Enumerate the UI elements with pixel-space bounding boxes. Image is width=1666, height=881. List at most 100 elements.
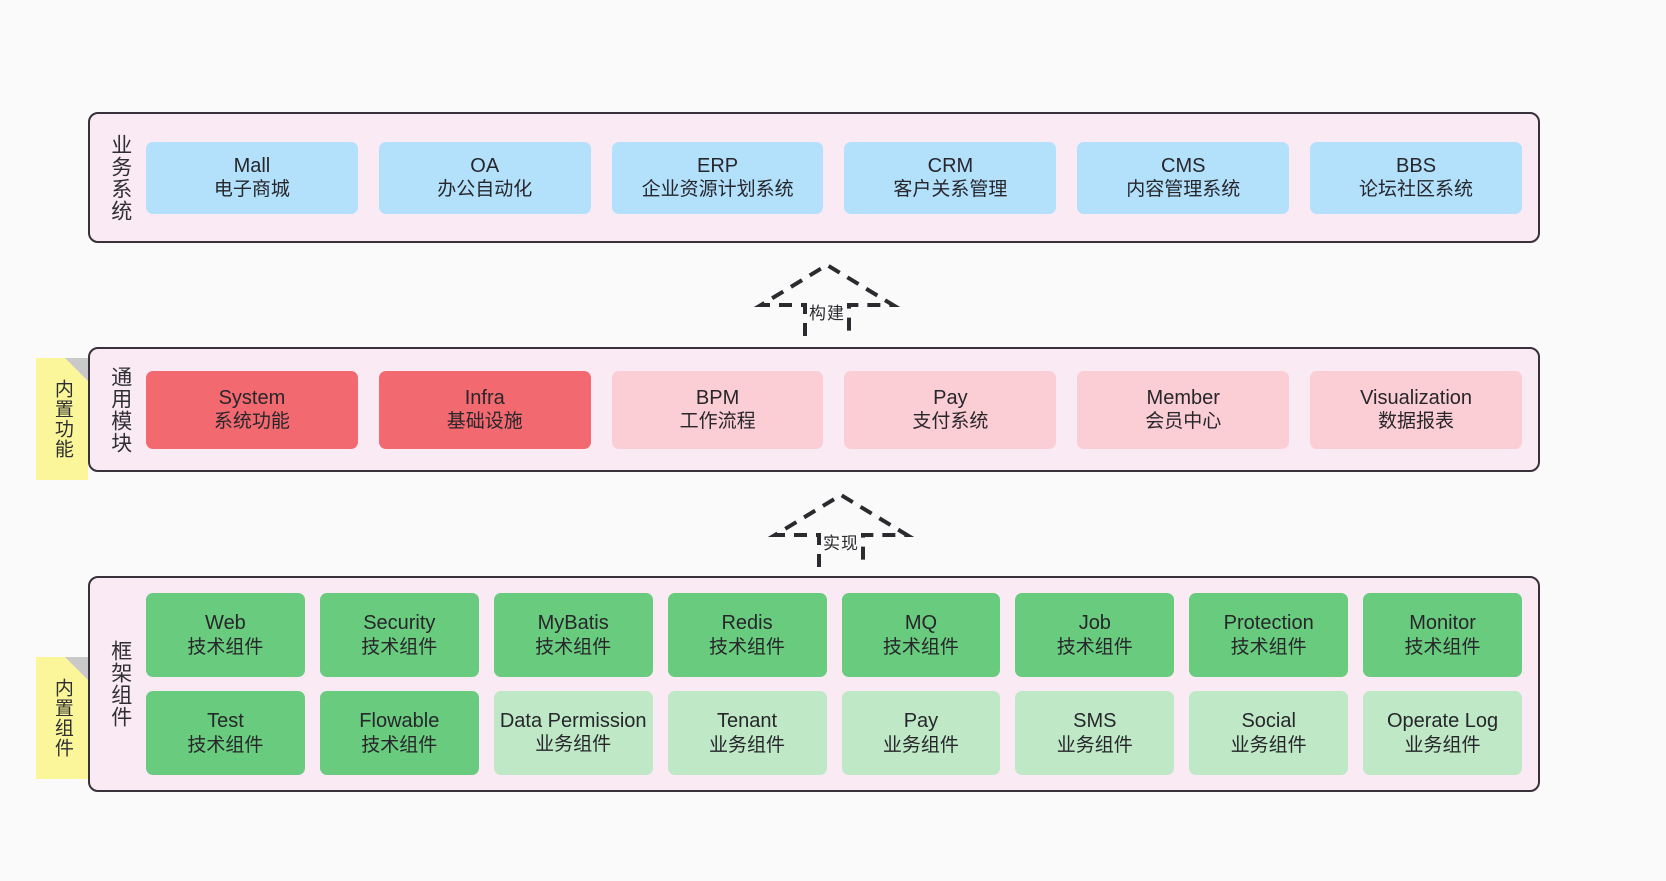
- node-title: Data Permission: [499, 709, 647, 732]
- sticky-note-label: 内置组件: [51, 678, 73, 758]
- node-subtitle: 会员中心: [1145, 411, 1222, 433]
- layer-body-business-system: Mall 电子商城 OA 办公自动化 ERP 企业资源计划系统 CRM 客户关系…: [140, 122, 1528, 233]
- node-title: Security: [363, 612, 436, 635]
- node-title: Test: [207, 710, 244, 733]
- node-title: CMS: [1161, 154, 1206, 177]
- node-web[interactable]: Web 技术组件: [146, 593, 305, 677]
- node-cms[interactable]: CMS 内容管理系统: [1077, 141, 1290, 214]
- node-title: Pay: [933, 386, 968, 409]
- sticky-fold-icon: [65, 358, 88, 381]
- node-title: Visualization: [1360, 386, 1473, 409]
- node-title: Member: [1146, 386, 1220, 409]
- node-title: Mall: [233, 154, 271, 177]
- node-subtitle: 工作流程: [679, 411, 756, 433]
- node-subtitle: 支付系统: [912, 411, 989, 433]
- layer-title-framework-component: 框架组件: [108, 640, 132, 728]
- node-title: Social: [1241, 710, 1296, 733]
- layer-body-common-module: System 系统功能 Infra 基础设施 BPM 工作流程 Pay 支付系统…: [140, 357, 1528, 462]
- layer-common-module: 通用模块 System 系统功能 Infra 基础设施 BPM 工作流程 Pay…: [88, 347, 1540, 472]
- node-subtitle: 技术组件: [882, 636, 959, 658]
- sticky-note-builtin-function: 内置功能: [36, 358, 88, 480]
- node-subtitle: 技术组件: [187, 636, 264, 658]
- sticky-note-label: 内置功能: [51, 379, 73, 459]
- node-subtitle: 业务组件: [1230, 734, 1307, 756]
- node-pay-component[interactable]: Pay 业务组件: [841, 691, 1001, 775]
- node-bpm[interactable]: BPM 工作流程: [611, 370, 824, 449]
- node-title: MyBatis: [537, 612, 609, 635]
- layer-title-common-module: 通用模块: [108, 365, 132, 454]
- sticky-note-builtin-component: 内置组件: [36, 657, 88, 779]
- node-subtitle: 业务组件: [535, 733, 612, 755]
- node-title: Redis: [721, 612, 773, 635]
- node-job[interactable]: Job 技术组件: [1015, 593, 1175, 677]
- node-tenant[interactable]: Tenant 业务组件: [667, 691, 827, 775]
- node-subtitle: 办公自动化: [437, 179, 533, 201]
- node-erp[interactable]: ERP 企业资源计划系统: [611, 141, 824, 214]
- node-subtitle: 技术组件: [187, 734, 264, 756]
- node-mq[interactable]: MQ 技术组件: [841, 593, 1001, 677]
- layer-framework-component: 框架组件 Web 技术组件 Security 技术组件 MyBatis 技术组件…: [88, 576, 1540, 792]
- arrow-build-label: 构建: [809, 304, 845, 323]
- node-test[interactable]: Test 技术组件: [146, 691, 305, 775]
- node-subtitle: 企业资源计划系统: [641, 179, 794, 201]
- node-title: Job: [1078, 612, 1111, 635]
- node-mall[interactable]: Mall 电子商城: [146, 141, 358, 214]
- node-social[interactable]: Social 业务组件: [1189, 691, 1349, 775]
- node-subtitle: 基础设施: [446, 411, 523, 433]
- node-subtitle: 技术组件: [1230, 636, 1307, 658]
- node-subtitle: 业务组件: [709, 734, 786, 756]
- node-bbs[interactable]: BBS 论坛社区系统: [1310, 141, 1522, 214]
- node-title: System: [218, 386, 286, 409]
- node-subtitle: 技术组件: [361, 636, 438, 658]
- node-subtitle: 技术组件: [535, 636, 612, 658]
- node-protection[interactable]: Protection 技术组件: [1189, 593, 1349, 677]
- node-subtitle: 内容管理系统: [1126, 179, 1241, 201]
- node-title: Web: [205, 612, 246, 635]
- node-subtitle: 电子商城: [213, 179, 290, 201]
- node-title: Protection: [1223, 612, 1314, 635]
- node-title: Pay: [903, 710, 939, 733]
- node-subtitle: 技术组件: [1056, 636, 1133, 658]
- arrow-implement: 实现: [767, 491, 915, 571]
- node-title: OA: [470, 154, 500, 177]
- node-visualization[interactable]: Visualization 数据报表: [1310, 370, 1522, 449]
- node-redis[interactable]: Redis 技术组件: [667, 593, 827, 677]
- node-title: BPM: [695, 386, 740, 409]
- node-title: SMS: [1073, 710, 1117, 733]
- sticky-fold-icon: [65, 657, 88, 680]
- node-subtitle: 客户关系管理: [893, 179, 1008, 201]
- layer-row: Mall 电子商城 OA 办公自动化 ERP 企业资源计划系统 CRM 客户关系…: [146, 141, 1522, 214]
- node-subtitle: 技术组件: [709, 636, 786, 658]
- node-operate-log[interactable]: Operate Log 业务组件: [1363, 691, 1522, 775]
- node-title: Flowable: [359, 710, 440, 733]
- node-subtitle: 技术组件: [361, 734, 438, 756]
- node-pay[interactable]: Pay 支付系统: [844, 370, 1057, 449]
- node-title: CRM: [927, 154, 974, 177]
- node-title: Monitor: [1409, 612, 1476, 635]
- layer-row: System 系统功能 Infra 基础设施 BPM 工作流程 Pay 支付系统…: [146, 370, 1522, 449]
- node-subtitle: 论坛社区系统: [1359, 179, 1474, 201]
- node-monitor[interactable]: Monitor 技术组件: [1363, 593, 1522, 677]
- layer-business-system: 业务系统 Mall 电子商城 OA 办公自动化 ERP 企业资源计划系统 CRM…: [88, 112, 1540, 243]
- node-title: Operate Log: [1386, 710, 1499, 733]
- node-member[interactable]: Member 会员中心: [1077, 370, 1290, 449]
- layer-body-framework-component: Web 技术组件 Security 技术组件 MyBatis 技术组件 Redi…: [140, 586, 1528, 782]
- node-subtitle: 业务组件: [1404, 734, 1481, 756]
- node-flowable[interactable]: Flowable 技术组件: [319, 691, 479, 775]
- node-crm[interactable]: CRM 客户关系管理: [844, 141, 1057, 214]
- arrow-build: 构建: [753, 261, 901, 341]
- node-title: MQ: [904, 612, 938, 635]
- node-oa[interactable]: OA 办公自动化: [378, 141, 591, 214]
- node-subtitle: 系统功能: [213, 411, 290, 433]
- node-mybatis[interactable]: MyBatis 技术组件: [493, 593, 653, 677]
- node-sms[interactable]: SMS 业务组件: [1015, 691, 1175, 775]
- node-title: Infra: [464, 386, 505, 409]
- node-subtitle: 数据报表: [1378, 411, 1455, 433]
- node-security[interactable]: Security 技术组件: [319, 593, 479, 677]
- node-system[interactable]: System 系统功能: [146, 370, 358, 449]
- layer-row: Test 技术组件 Flowable 技术组件 Data Permission …: [146, 691, 1522, 775]
- layer-title-business-system: 业务系统: [108, 133, 132, 222]
- node-infra[interactable]: Infra 基础设施: [378, 370, 591, 449]
- node-data-permission[interactable]: Data Permission 业务组件: [493, 691, 653, 775]
